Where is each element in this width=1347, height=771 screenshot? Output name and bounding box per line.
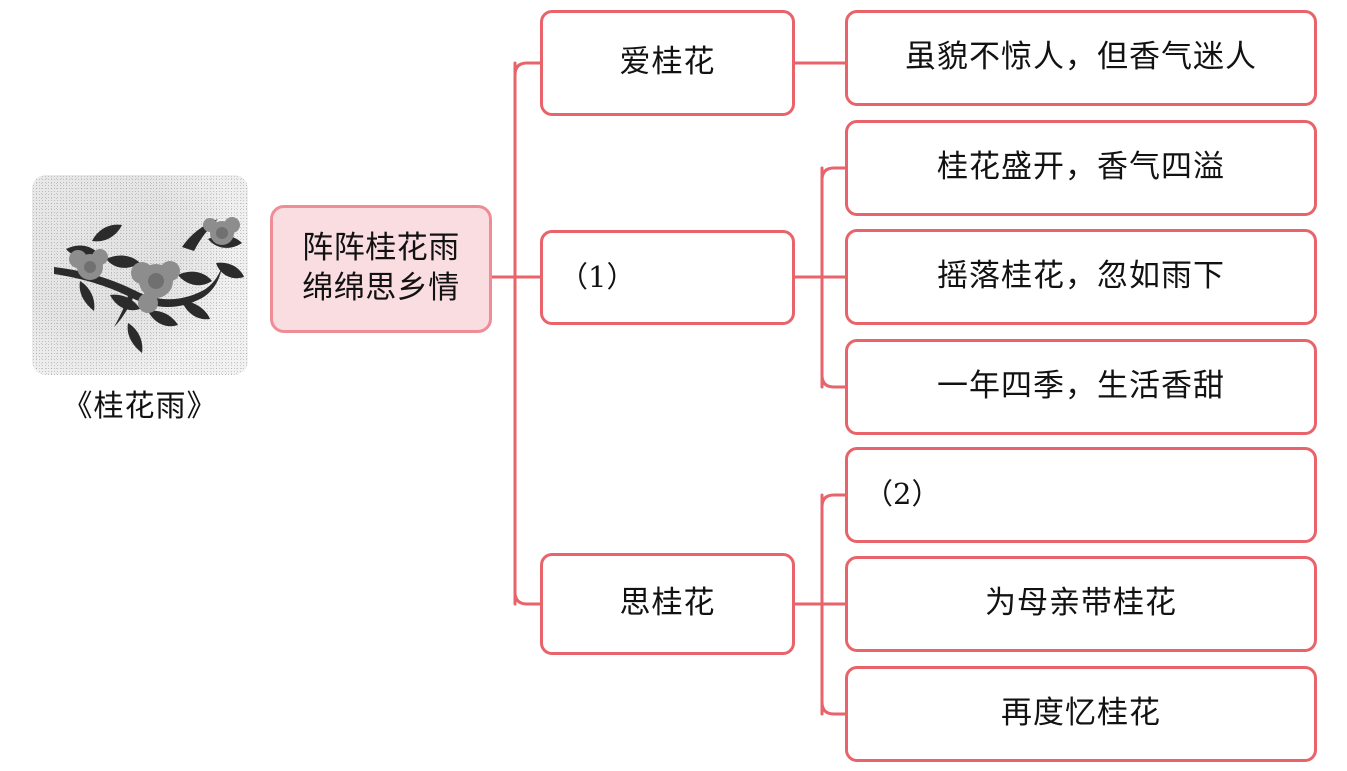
page-title: 《桂花雨》 bbox=[62, 389, 218, 424]
leaf-label-miss-2: 为母亲带桂花 bbox=[985, 585, 1177, 622]
root-line-2: 绵绵思乡情 bbox=[302, 270, 460, 306]
link-miss-child3 bbox=[820, 700, 847, 716]
leaf-label-blank1-2: 摇落桂花，忽如雨下 bbox=[937, 258, 1225, 295]
leaf-label-blank-2: （2） bbox=[864, 477, 941, 512]
leaf-node-blank1-1[interactable]: 桂花盛开，香气四溢 bbox=[845, 120, 1317, 216]
link-blank1-child3 bbox=[820, 373, 847, 389]
osmanthus-branch-illustration bbox=[32, 175, 248, 375]
branch-label-love: 爱桂花 bbox=[619, 44, 716, 81]
leaf-node-blank1-3[interactable]: 一年四季，生活香甜 bbox=[845, 339, 1317, 435]
link-blank1-child1 bbox=[820, 166, 847, 182]
leaf-label-blank1-3: 一年四季，生活香甜 bbox=[937, 368, 1225, 405]
link-miss-child1 bbox=[820, 493, 847, 509]
illustration-block: 《桂花雨》 bbox=[32, 175, 248, 440]
link-branch-miss bbox=[513, 590, 542, 606]
leaf-node-miss-3[interactable]: 再度忆桂花 bbox=[845, 666, 1317, 762]
leaf-label-love-1: 虽貌不惊人，但香气迷人 bbox=[905, 39, 1257, 76]
leaf-node-love-1[interactable]: 虽貌不惊人，但香气迷人 bbox=[845, 10, 1317, 106]
branch-label-miss: 思桂花 bbox=[619, 585, 716, 622]
leaf-node-blank-2[interactable]: （2） bbox=[845, 447, 1317, 543]
leaf-label-blank1-1: 桂花盛开，香气四溢 bbox=[937, 149, 1225, 186]
root-node[interactable]: 阵阵桂花雨 绵绵思乡情 bbox=[270, 205, 492, 333]
leaf-node-blank1-2[interactable]: 摇落桂花，忽如雨下 bbox=[845, 229, 1317, 325]
leaf-node-miss-2[interactable]: 为母亲带桂花 bbox=[845, 556, 1317, 652]
root-line-1: 阵阵桂花雨 bbox=[302, 230, 460, 267]
branch-node-miss[interactable]: 思桂花 bbox=[540, 553, 795, 655]
link-branch-love bbox=[513, 61, 542, 77]
branch-node-blank-1[interactable]: （1） bbox=[540, 230, 795, 325]
branch-label-blank-1: （1） bbox=[559, 259, 636, 294]
leaf-label-miss-3: 再度忆桂花 bbox=[1001, 695, 1161, 732]
branch-node-love[interactable]: 爱桂花 bbox=[540, 10, 795, 116]
osmanthus-branch-art bbox=[54, 217, 244, 353]
